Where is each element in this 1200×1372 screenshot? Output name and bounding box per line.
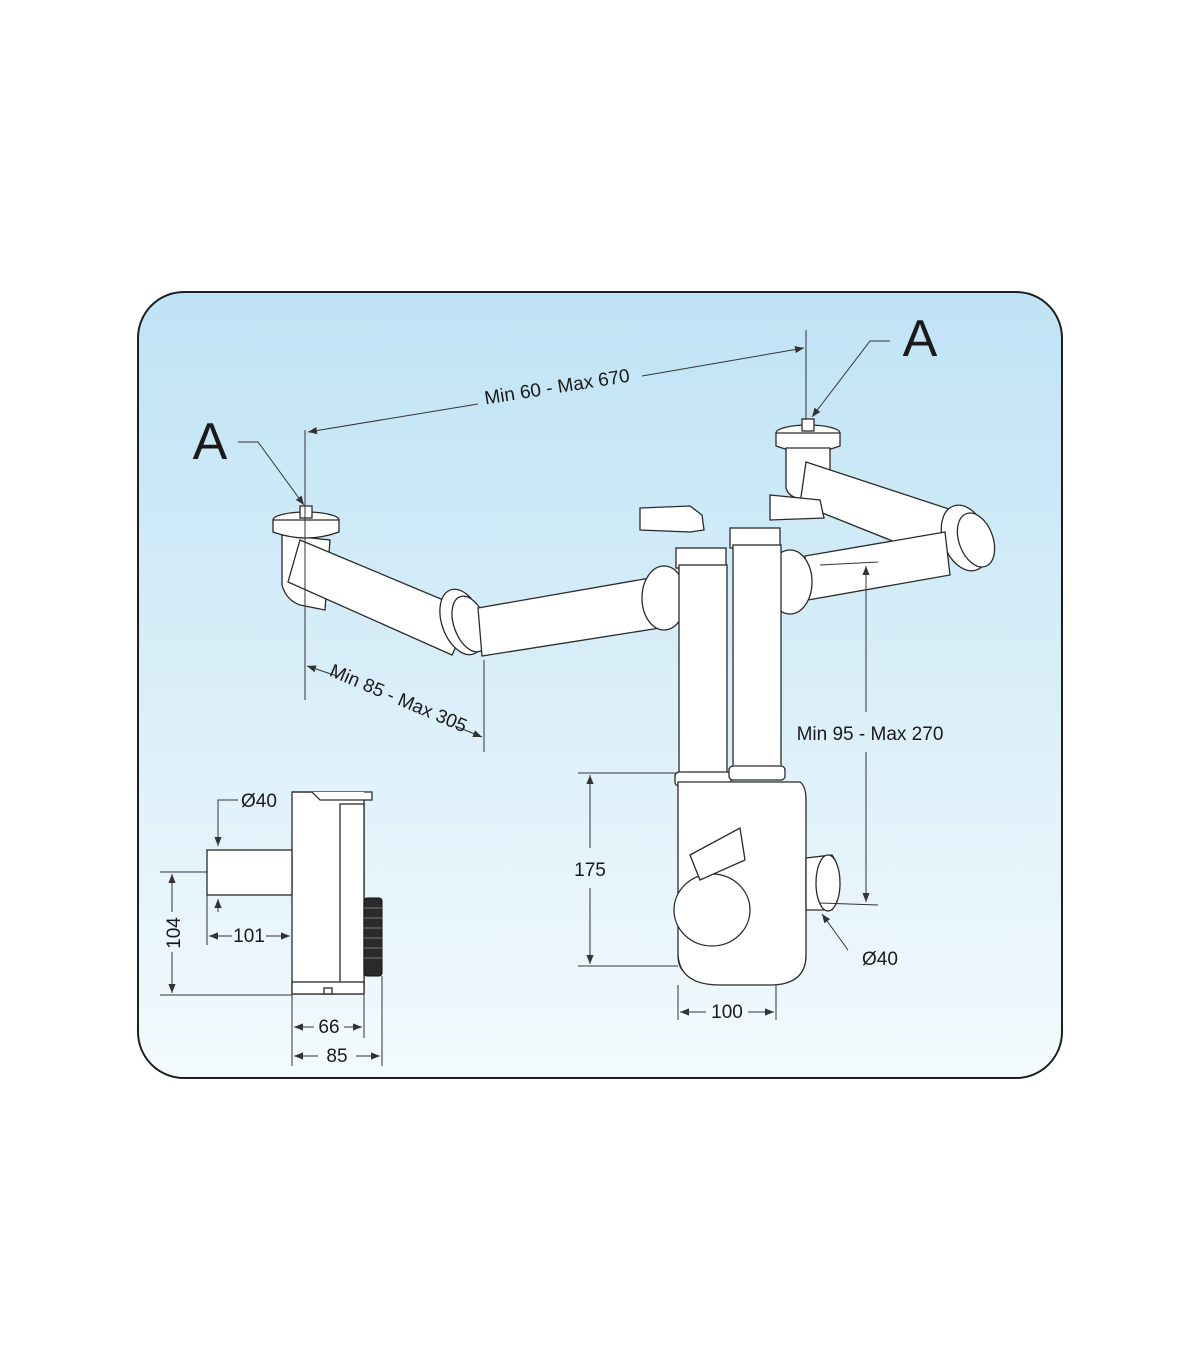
main-assembly: [272, 418, 996, 986]
side-offset-dimension: 101: [206, 895, 290, 947]
side-height-label: 104: [164, 917, 185, 949]
side-height-dimension: 104: [160, 871, 292, 996]
callout-a-left-label: A: [193, 413, 228, 471]
height-adjust-label: Min 95 - Max 270: [797, 724, 944, 745]
trap-height-dimension: 175: [574, 772, 678, 967]
side-depth-outer-label: 85: [326, 1046, 347, 1067]
side-depth-inner-label: 66: [318, 1017, 339, 1038]
side-depth-dimension: 66 85: [291, 976, 383, 1067]
side-diameter-label: Ø40: [241, 791, 277, 812]
diagram-panel: [137, 291, 1063, 1079]
callout-a-left: A: [193, 413, 305, 506]
side-offset-label: 101: [233, 926, 265, 947]
outlet-diameter-dimension: Ø40: [821, 913, 898, 970]
trap-height-label: 175: [574, 860, 606, 881]
trap-width-dimension: 100: [677, 985, 777, 1023]
side-diameter-dimension: Ø40: [214, 791, 277, 912]
trap-width-label: 100: [711, 1002, 743, 1023]
callout-a-right-label: A: [903, 310, 938, 368]
side-view: [206, 791, 383, 995]
height-adjust-dimension: Min 95 - Max 270: [797, 561, 944, 906]
outlet-diameter-label: Ø40: [862, 949, 898, 970]
callout-a-right: A: [811, 310, 938, 418]
